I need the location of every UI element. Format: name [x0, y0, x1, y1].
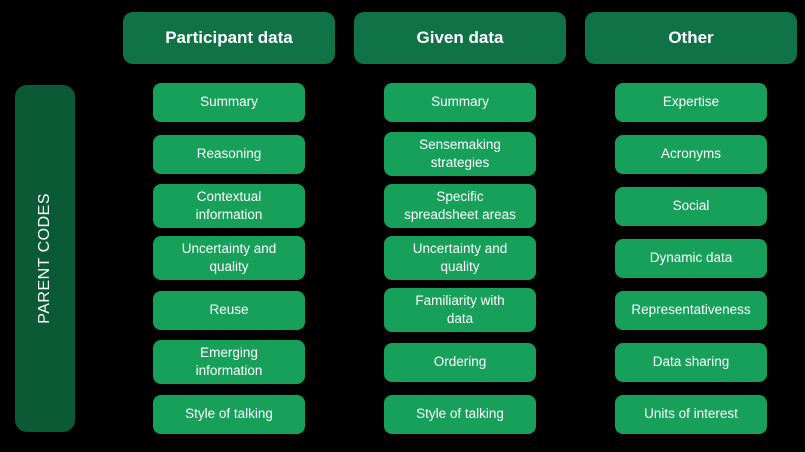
code-box-ordering: Ordering [384, 342, 536, 382]
code-box-reuse: Reuse [153, 290, 305, 330]
code-box-style-of-talking: Style of talking [153, 394, 305, 434]
column-other: Other Expertise Acronyms Social Dynamic … [585, 12, 797, 440]
code-box-uncertainty-and-quality: Uncertainty and quality [384, 236, 536, 280]
code-box-data-sharing: Data sharing [615, 342, 767, 382]
code-box-familiarity-with-data: Familiarity with data [384, 288, 536, 332]
code-box-uncertainty-and-quality: Uncertainty and quality [153, 236, 305, 280]
code-box-acronyms: Acronyms [615, 134, 767, 174]
code-box-expertise: Expertise [615, 82, 767, 122]
code-box-summary: Summary [384, 82, 536, 122]
code-box-units-of-interest: Units of interest [615, 394, 767, 434]
column-rows: Expertise Acronyms Social Dynamic data R… [585, 76, 797, 440]
code-box-specific-spreadsheet-areas: Specific spreadsheet areas [384, 184, 536, 228]
code-box-reasoning: Reasoning [153, 134, 305, 174]
column-header-other: Other [585, 12, 797, 64]
parent-codes-label: PARENT CODES [36, 193, 53, 324]
code-box-social: Social [615, 186, 767, 226]
code-box-style-of-talking: Style of talking [384, 394, 536, 434]
code-box-representativeness: Representativeness [615, 290, 767, 330]
column-rows: Summary Sensemaking strategies Specific … [354, 76, 566, 440]
column-header-participant-data: Participant data [123, 12, 335, 64]
column-header-given-data: Given data [354, 12, 566, 64]
code-box-dynamic-data: Dynamic data [615, 238, 767, 278]
parent-codes-bar: PARENT CODES [15, 85, 75, 432]
code-box-sensemaking-strategies: Sensemaking strategies [384, 132, 536, 176]
code-box-summary: Summary [153, 82, 305, 122]
column-participant-data: Participant data Summary Reasoning Conte… [123, 12, 335, 440]
column-rows: Summary Reasoning Contextual information… [123, 76, 335, 440]
code-columns: Participant data Summary Reasoning Conte… [123, 12, 797, 440]
column-given-data: Given data Summary Sensemaking strategie… [354, 12, 566, 440]
code-box-contextual-information: Contextual information [153, 184, 305, 228]
code-box-emerging-information: Emerging information [153, 340, 305, 384]
